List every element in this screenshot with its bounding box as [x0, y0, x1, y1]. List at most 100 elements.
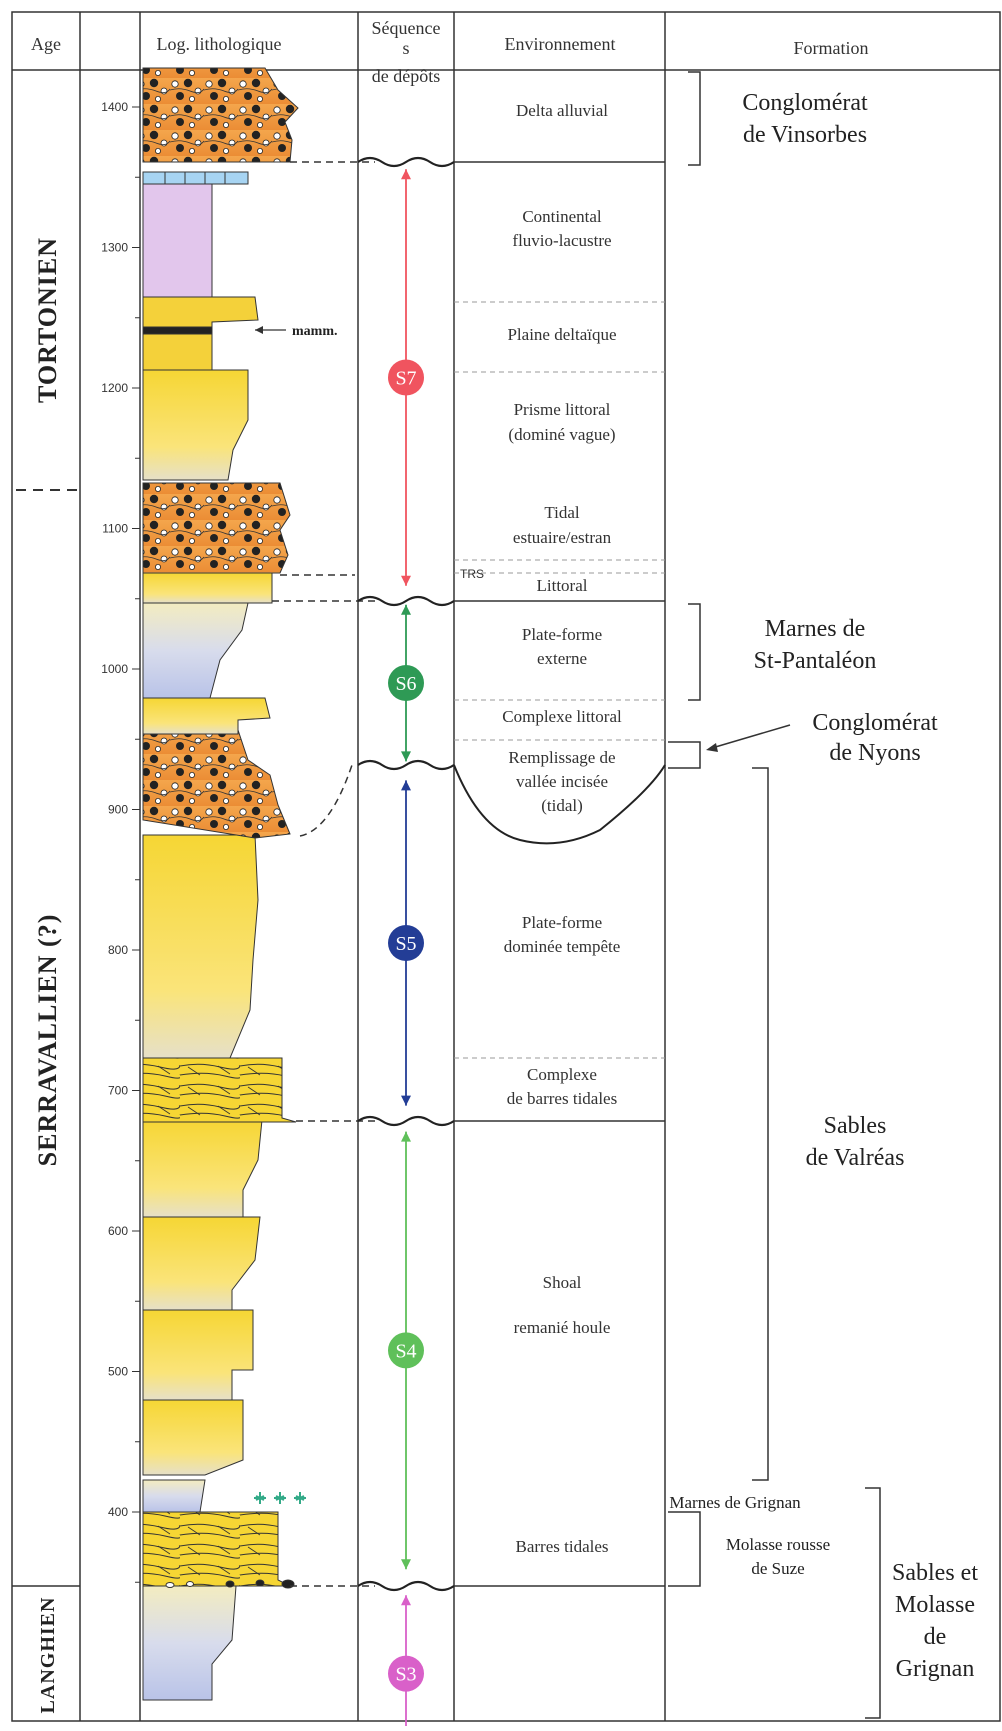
formation-label: Molasse rousse	[726, 1535, 830, 1554]
formation-label: de	[924, 1624, 947, 1650]
log-shoal-bed-4	[142, 1119, 263, 1218]
formation-brackets	[668, 71, 881, 1719]
header-log: Log. lithologique	[157, 34, 282, 54]
environment-label: Plate-forme	[522, 625, 602, 644]
mammal-annotation: mamm.	[255, 324, 338, 339]
depth-tick-label: 900	[108, 803, 128, 817]
bracket-vinsorbes	[688, 71, 701, 166]
environment-label: externe	[537, 649, 587, 668]
environment-label: de barres tidales	[507, 1089, 617, 1108]
log-limestone-ticks	[164, 172, 226, 184]
log-shoal-bed-2	[142, 1309, 254, 1401]
bracket-st-pantaleon	[688, 603, 701, 701]
sequence-arrowhead-top	[401, 169, 411, 180]
log-bioturbation-marks	[254, 1492, 306, 1504]
log-barres-tidales	[142, 1511, 291, 1587]
formation-label: Grignan	[896, 1656, 975, 1682]
formation-label: Sables	[824, 1113, 887, 1139]
environment-separators	[454, 161, 665, 1587]
sequence-arrowhead-top	[401, 780, 411, 791]
sequence-label: S7	[395, 367, 416, 389]
log-langhien-marls	[142, 1585, 237, 1701]
nyons-arrow-line	[711, 724, 791, 749]
sequence-label: S4	[395, 1340, 416, 1362]
depth-tick-label: 500	[108, 1365, 128, 1379]
sequence-arrowhead-bottom	[401, 751, 411, 762]
formation-label: Marnes de Grignan	[669, 1493, 801, 1512]
environment-label: Remplissage de	[508, 748, 615, 767]
formation-label: St-Pantaléon	[754, 648, 877, 674]
environment-label: Plaine deltaïque	[507, 325, 616, 344]
age-serravallien: SERRAVALLIEN (?)	[33, 914, 62, 1167]
depth-tick-label: 700	[108, 1084, 128, 1098]
age-tortonien: TORTONIEN	[33, 237, 62, 403]
formation-label: Marnes de	[765, 616, 866, 642]
sequence-badge-S5	[388, 924, 424, 961]
environment-label: dominée tempête	[504, 937, 621, 956]
header-formation: Formation	[794, 38, 869, 58]
header-age: Age	[31, 34, 61, 54]
log-prisme-littoral	[142, 369, 249, 481]
formation-label: de Valréas	[806, 1145, 905, 1171]
environment-label: Plate-forme	[522, 913, 602, 932]
sequence-badge-S4	[388, 1332, 424, 1369]
sequence-arrowhead-top	[401, 604, 411, 615]
sequence-arrowhead-top	[401, 1595, 411, 1606]
formation-label: de Nyons	[829, 740, 920, 766]
sequence-badge-S3	[388, 1655, 424, 1692]
column-headers: Age Log. lithologique Séquence s de dépô…	[31, 18, 869, 86]
corr-valley	[299, 764, 353, 837]
header-sequences-line2: s	[402, 38, 409, 58]
nyons-arrowhead	[706, 743, 718, 752]
log-marnes-grignan	[142, 1479, 206, 1513]
outer-border	[11, 11, 1001, 1722]
depth-tick-label: 1100	[102, 522, 128, 536]
formation-label: Conglomérat	[742, 90, 868, 116]
environment-label: Shoal	[543, 1273, 582, 1292]
incised-valley-curve	[453, 764, 666, 845]
environment-label: Prisme littoral	[514, 400, 611, 419]
age-column: TORTONIEN SERRAVALLIEN (?) LANGHIEN	[12, 237, 80, 1713]
sequence-label: S6	[395, 673, 416, 695]
header-environment: Environnement	[505, 34, 616, 54]
sequence-boundaries	[357, 156, 455, 1592]
lithological-log	[142, 67, 306, 1701]
sequence-boundary-2	[357, 595, 455, 607]
log-littoral	[142, 572, 273, 604]
environment-label: remanié houle	[514, 1318, 611, 1337]
log-conglomerat-nyons	[142, 729, 291, 839]
sequence-label: S3	[395, 1664, 416, 1686]
header-sequences-line1: Séquence	[372, 18, 441, 38]
formation-label: de Vinsorbes	[743, 122, 867, 148]
environment-label: vallée incisée	[516, 772, 608, 791]
log-plate-forme-tempete	[142, 834, 259, 1059]
environment-labels: Delta alluvialContinentalfluvio-lacustre…	[502, 101, 622, 1556]
environment-label: Barres tidales	[516, 1537, 609, 1556]
bracket-suze	[668, 1511, 701, 1587]
trs-label: TRS	[460, 567, 484, 581]
sequence-boundary-4	[357, 1115, 455, 1127]
environment-label: Littoral	[537, 576, 588, 595]
environment-label: Complexe	[527, 1065, 597, 1084]
sequence-label: S5	[395, 933, 416, 955]
table-frame	[11, 11, 1001, 1722]
sequence-boundary-1	[357, 156, 455, 168]
depth-tick-label: 600	[108, 1224, 128, 1238]
sequence-badge-S6	[388, 665, 424, 702]
environment-label: estuaire/estran	[513, 528, 612, 547]
sequence-badge-S7	[388, 359, 424, 396]
formation-label: Conglomérat	[812, 710, 938, 736]
age-langhien: LANGHIEN	[37, 1597, 59, 1714]
environment-label: fluvio-lacustre	[512, 231, 611, 250]
log-mammal-bed	[142, 326, 213, 335]
log-complexe-littoral	[142, 697, 271, 735]
log-limestone-bed	[142, 171, 249, 185]
environment-label: (dominé vague)	[508, 425, 615, 444]
environment-label: Complexe littoral	[502, 707, 622, 726]
depth-tick-label: 400	[108, 1505, 128, 1519]
header-sequences-line3: de dépôts	[372, 66, 440, 86]
